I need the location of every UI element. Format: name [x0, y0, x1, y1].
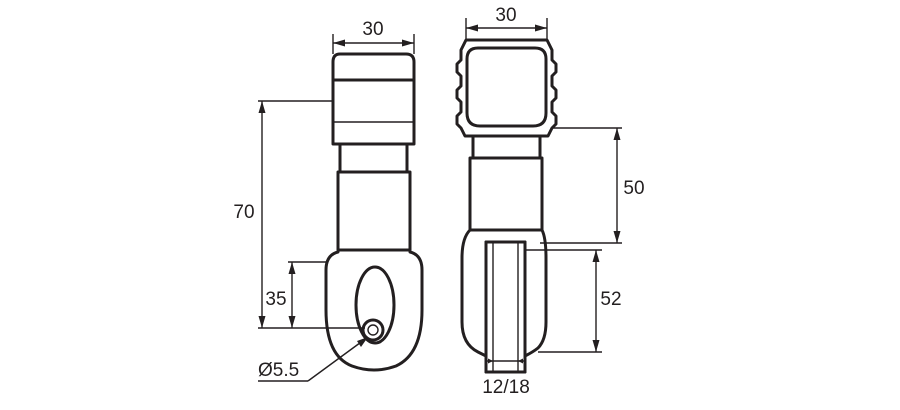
side-view-cap [331, 52, 416, 82]
side-view-shaft [336, 170, 412, 252]
front-view-neck [471, 134, 542, 160]
front-view-knob-outer [455, 38, 558, 138]
side-view [324, 52, 424, 372]
dim-slot-width: 12/18 [482, 358, 530, 398]
side-view-neck [338, 142, 409, 174]
dim-overall-height: 70 [233, 100, 365, 329]
dim-lower-height: 52 [525, 249, 622, 353]
side-view-hole-inner [367, 324, 379, 336]
side-view-eye [324, 248, 424, 372]
dim-hole-diameter: Ø5.5 [258, 336, 369, 382]
lower-height-label: 52 [600, 289, 621, 310]
dim-upper-height: 50 [540, 127, 645, 244]
overall-height-label: 70 [233, 202, 254, 223]
side-top-width-label: 30 [362, 19, 383, 40]
front-view-knob-face [465, 46, 548, 128]
front-top-width-label: 30 [495, 5, 516, 26]
hole-height-label: 35 [265, 289, 286, 310]
hole-diameter-label: Ø5.5 [258, 360, 299, 381]
dim-side-top-width: 30 [332, 19, 415, 54]
front-view-fork [460, 228, 548, 358]
front-view-shaft [468, 156, 544, 232]
side-view-slot [354, 265, 396, 345]
side-view-cap-band [331, 78, 416, 146]
front-view [455, 38, 558, 374]
dim-front-top-width: 30 [465, 5, 548, 40]
slot-width-label: 12/18 [482, 377, 530, 398]
upper-height-label: 50 [623, 178, 644, 199]
dim-hole-height: 35 [265, 261, 326, 328]
side-view-hole-outer [361, 318, 385, 342]
